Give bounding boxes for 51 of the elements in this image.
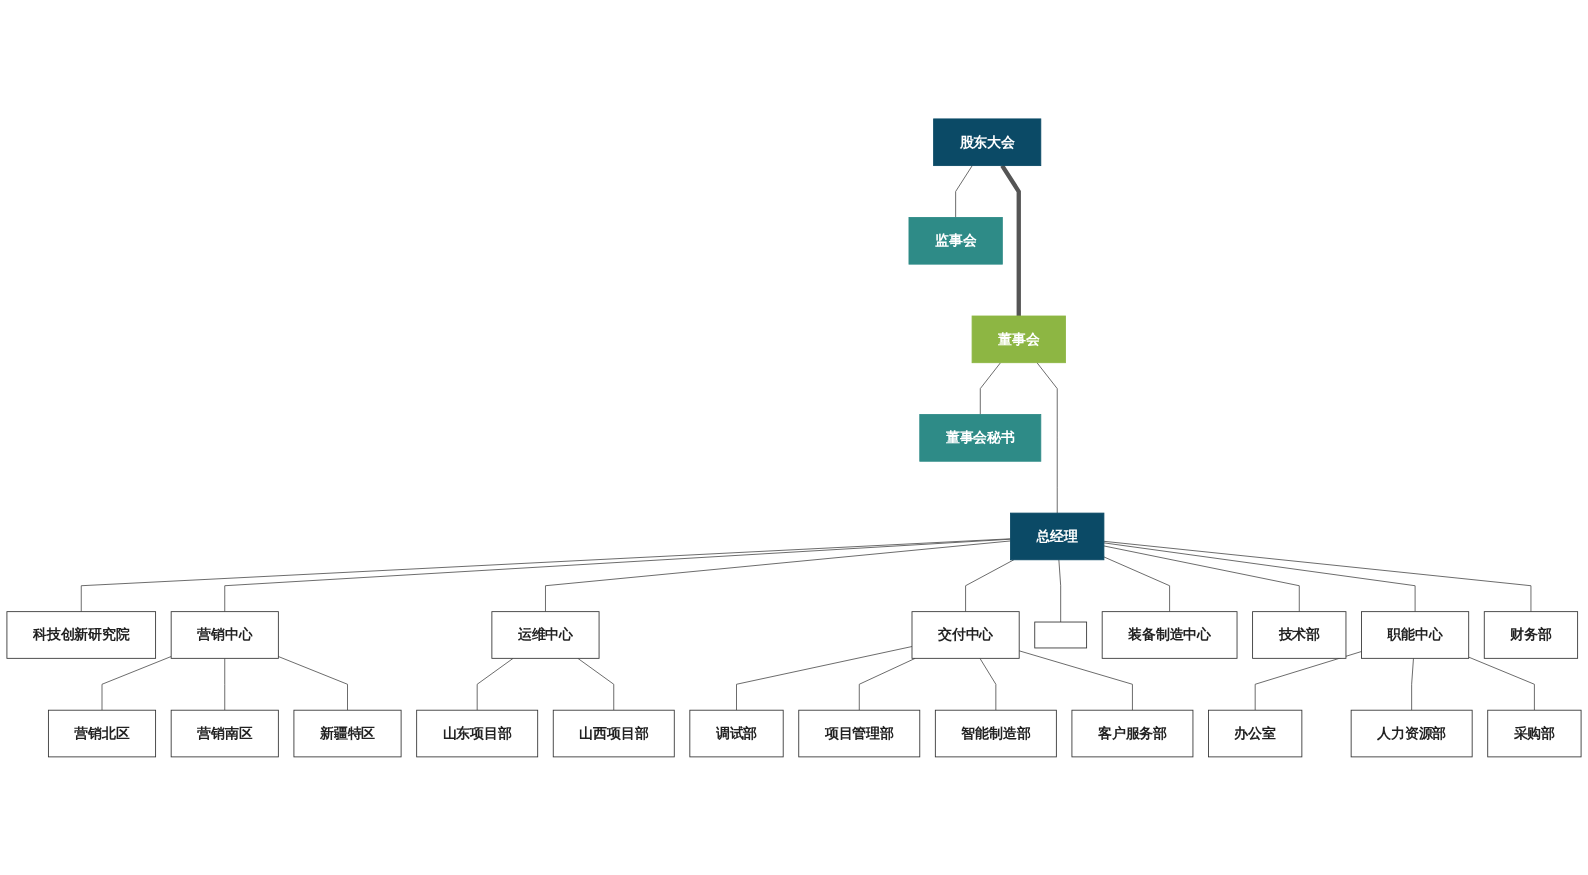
connector	[1103, 556, 1171, 612]
connector	[1103, 542, 1416, 612]
node-box: 山西项目部	[552, 709, 675, 757]
node-box: 总经理	[1010, 512, 1105, 560]
connector	[1058, 558, 1062, 623]
node-box: 项目管理部	[798, 709, 921, 757]
connector	[979, 361, 1001, 415]
node-box: 调试部	[689, 709, 784, 757]
node-box: 营销北区	[48, 709, 157, 757]
connector	[101, 655, 172, 711]
connector	[1036, 361, 1058, 514]
connector	[736, 645, 913, 711]
connector	[965, 558, 1015, 612]
connector	[277, 655, 348, 711]
node-box: 客户服务部	[1071, 709, 1194, 757]
node-box: 董事会秘书	[919, 413, 1042, 462]
connector	[476, 657, 514, 711]
node-box: 营销南区	[170, 709, 279, 757]
node-box: 新疆特区	[293, 709, 402, 757]
node-box: 交付中心	[911, 610, 1020, 659]
node-box: 技术部	[1252, 610, 1347, 659]
connector	[858, 657, 916, 711]
connector	[224, 657, 226, 711]
connector	[224, 538, 1011, 612]
node-box: 山东项目部	[416, 709, 539, 757]
connector	[545, 540, 1011, 612]
connector	[577, 657, 615, 711]
connector	[1468, 656, 1535, 711]
connector	[80, 537, 1011, 612]
node-box: 董事会	[971, 315, 1066, 363]
node-box: 智能制造部	[934, 709, 1057, 757]
node-box: 人力资源部	[1350, 709, 1473, 757]
connector	[1000, 164, 1021, 316]
connector	[1103, 545, 1300, 612]
node-box: 科技创新研究院	[6, 610, 157, 659]
node-box: 职能中心	[1361, 610, 1470, 659]
node-box: 股东大会	[933, 118, 1042, 166]
node-box: 监事会	[908, 216, 1003, 265]
connector	[1018, 650, 1133, 711]
connector	[1254, 650, 1362, 711]
node-box: 营销中心	[170, 610, 279, 659]
node-box	[1034, 621, 1088, 648]
node-box: 采购部	[1487, 709, 1582, 757]
connector	[955, 164, 973, 218]
node-box: 装备制造中心	[1101, 610, 1238, 659]
connector	[1103, 540, 1532, 612]
node-box: 运维中心	[491, 610, 600, 659]
connector	[1411, 657, 1414, 711]
node-box: 办公室	[1208, 709, 1303, 757]
connector	[979, 657, 997, 711]
node-box: 财务部	[1483, 610, 1579, 659]
